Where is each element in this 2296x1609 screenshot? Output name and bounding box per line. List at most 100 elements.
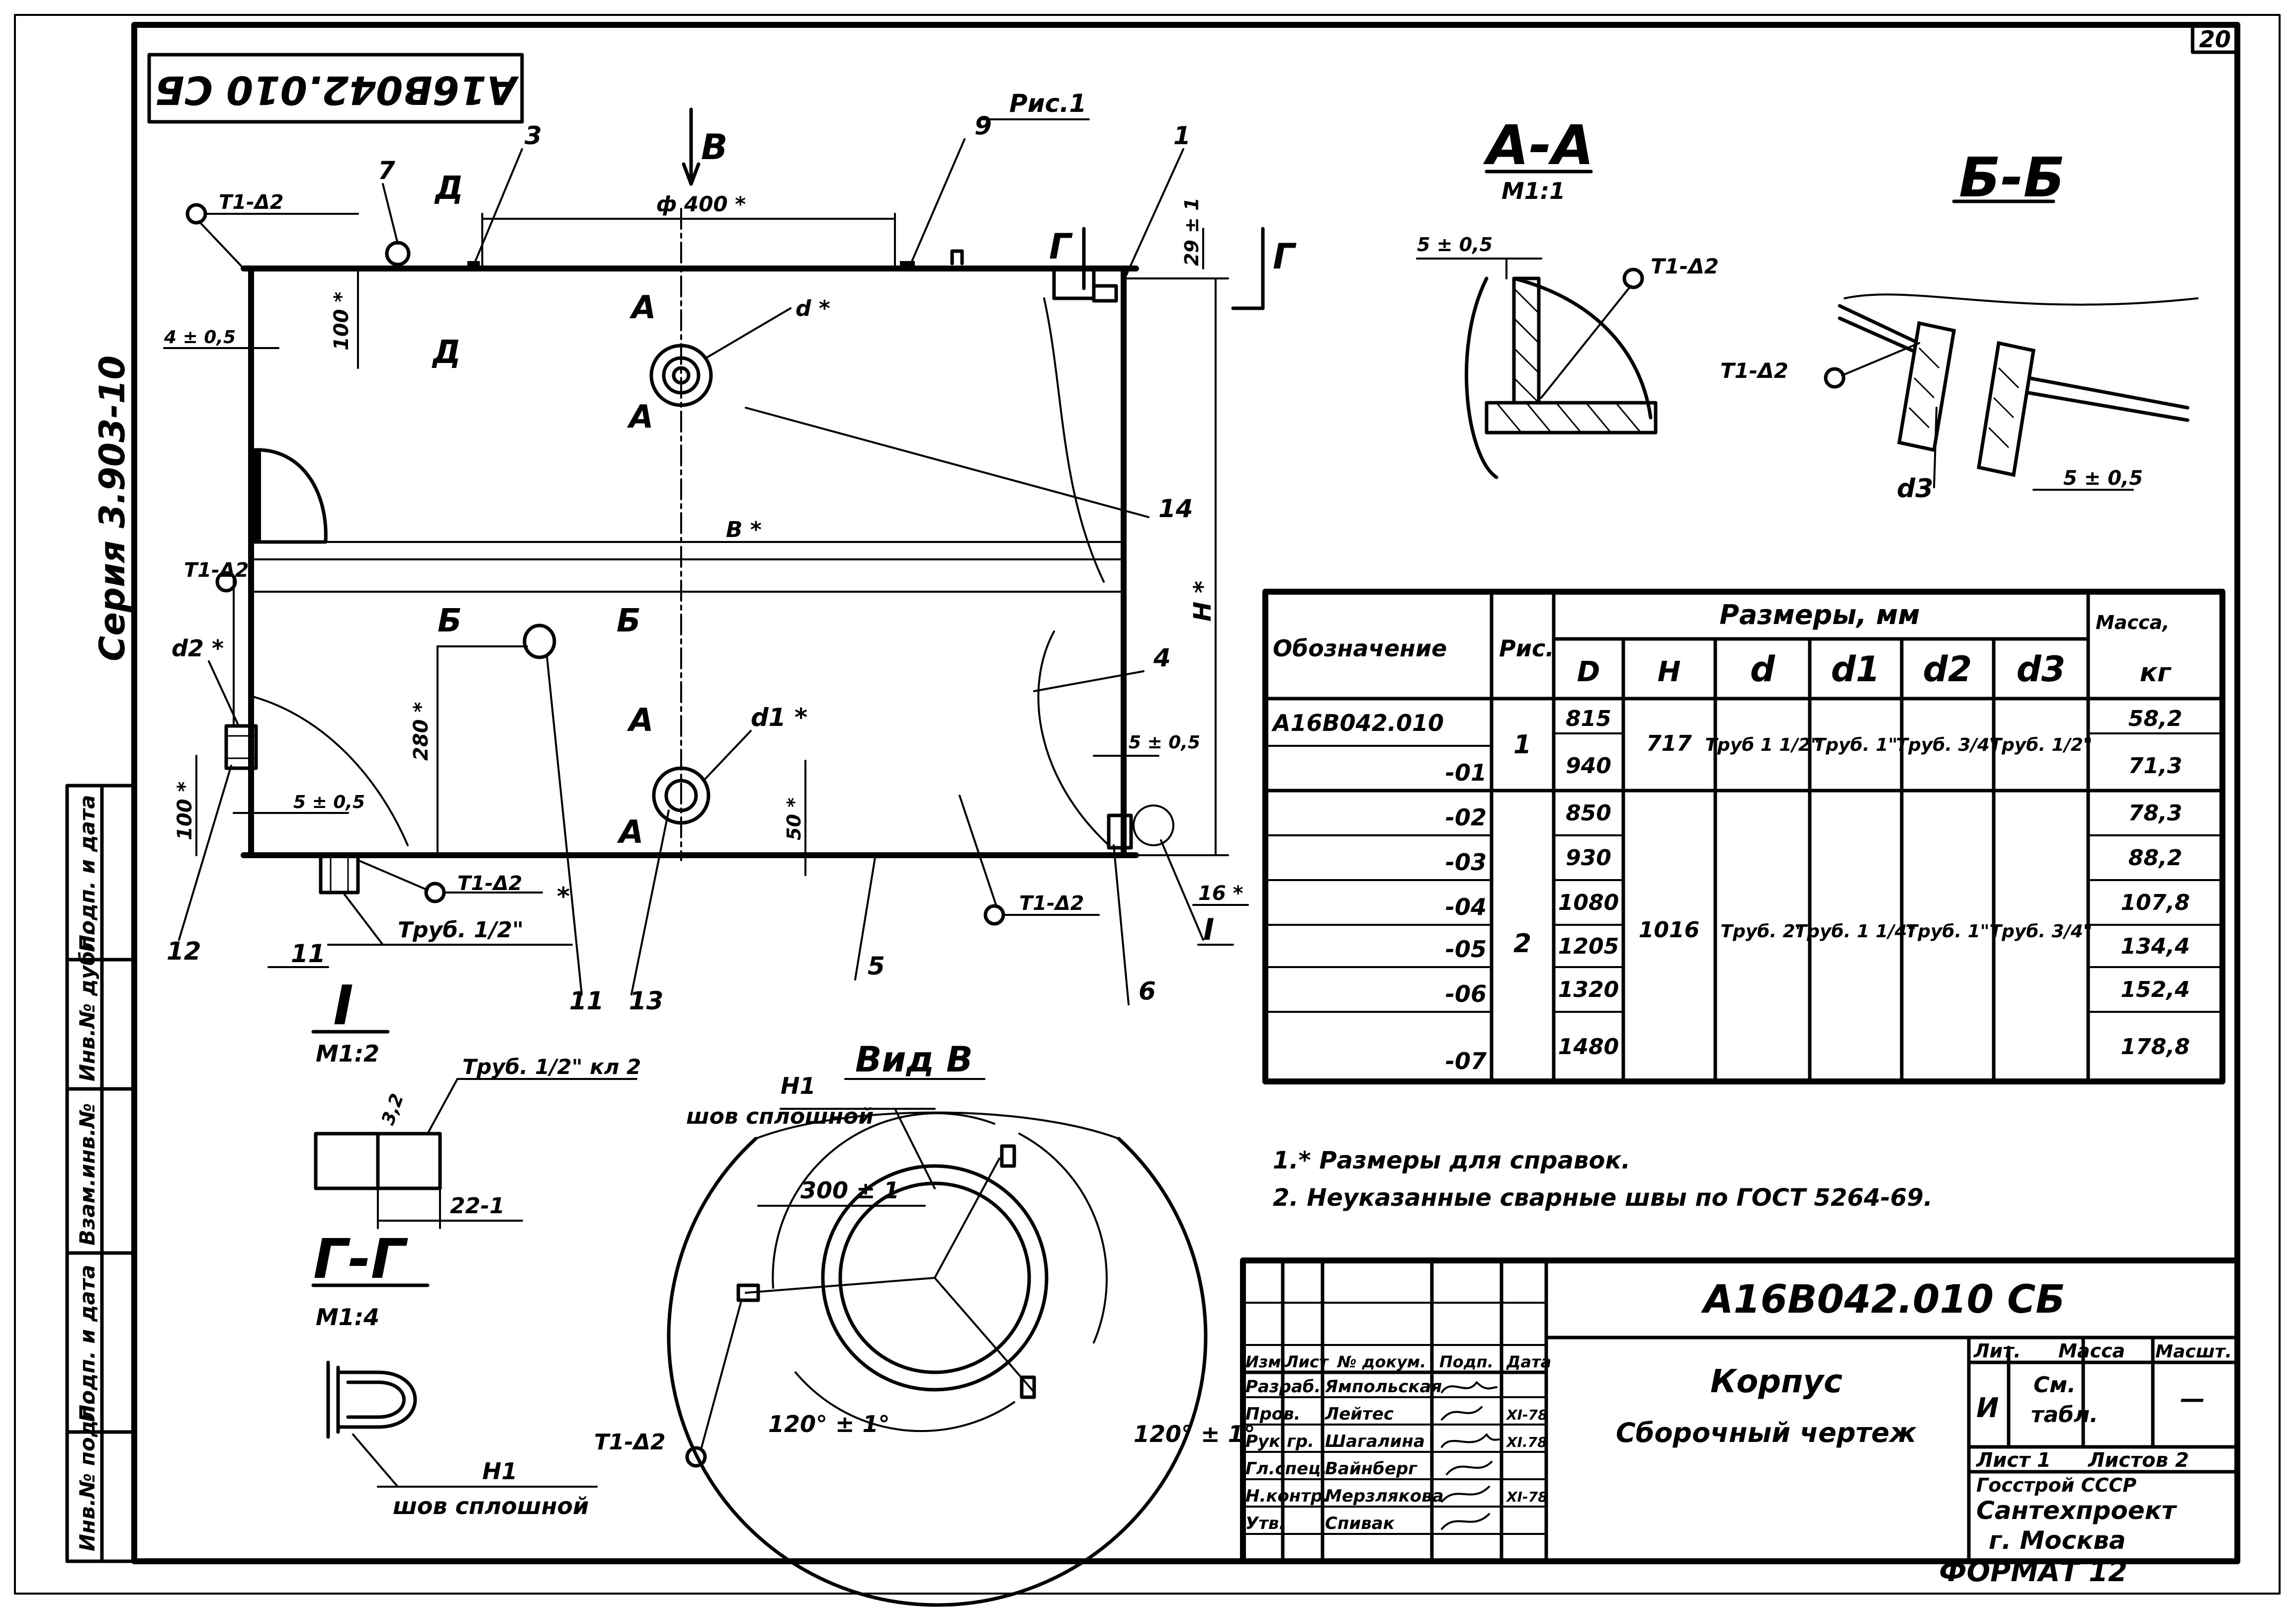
row-mass-2: 78,3 bbox=[2128, 801, 2183, 826]
row-D-5: 1205 bbox=[1558, 934, 1619, 959]
view-arrow-B: В bbox=[701, 127, 727, 168]
weld-ref-3: Т1-Δ2 bbox=[457, 872, 523, 895]
pos-11b: 11 bbox=[569, 986, 604, 1015]
th-mass: Масса, bbox=[2096, 612, 2170, 633]
view-B-dim-300: 300 ± 1 bbox=[800, 1177, 899, 1204]
notes: 1.* Размеры для справок. 2. Неуказанные … bbox=[1273, 1147, 1933, 1212]
section-BB-weld: Т1-Δ2 bbox=[1720, 358, 1788, 383]
row-D-1: 940 bbox=[1566, 753, 1611, 779]
pos-11a: 11 bbox=[291, 939, 326, 968]
signature bbox=[1441, 1406, 1483, 1421]
tb-mass-value-2: табл. bbox=[2031, 1402, 2098, 1428]
view-B-angle-1: 120° ± 1° bbox=[768, 1411, 890, 1437]
dim-H: H * bbox=[1189, 581, 1217, 622]
tb-lit-label: Лит. bbox=[1973, 1340, 2021, 1362]
view-B: Вид В 300 ± 1 Н1 шов сплошной 120° ± 1° … bbox=[594, 1039, 1255, 1607]
tb-name-1: Лейтес bbox=[1325, 1404, 1394, 1424]
fig-caption: Рис.1 bbox=[1009, 89, 1086, 118]
pos-4: 4 bbox=[1153, 643, 1171, 672]
stamp-cell-4: Инв.№ дубл. bbox=[75, 928, 99, 1081]
pos-9: 9 bbox=[974, 111, 992, 140]
group1-d3: Труб. 1/2" bbox=[1989, 735, 2092, 755]
pos-12: 12 bbox=[167, 937, 201, 966]
dim-h50: 50 * bbox=[783, 798, 805, 840]
tb-doc-code: А16В042.010 СБ bbox=[1700, 1277, 2065, 1322]
signature bbox=[1441, 1433, 1500, 1448]
pos-13: 13 bbox=[629, 986, 664, 1015]
group2-d3: Труб. 3/4" bbox=[1989, 921, 2092, 942]
note-2: 2. Неуказанные сварные швы по ГОСТ 5264-… bbox=[1273, 1184, 1933, 1212]
tb-scale-value: — bbox=[2180, 1384, 2205, 1413]
page-number: 20 bbox=[2199, 26, 2231, 53]
tb-head-list: Лист bbox=[1285, 1352, 1329, 1371]
tb-mass-value-1: См. bbox=[2033, 1372, 2076, 1398]
section-BB-dim: 5 ± 0,5 bbox=[2063, 467, 2143, 490]
series-label: Серия 3.903-10 bbox=[92, 356, 133, 661]
pos-3: 3 bbox=[525, 121, 542, 150]
tb-scale-label: Масшт. bbox=[2155, 1341, 2232, 1362]
stamp-cell-5: Подп. и дата bbox=[75, 795, 99, 952]
group1-d: Труб 1 1/2" bbox=[1705, 735, 1820, 755]
dim-h280: 280 * bbox=[410, 702, 433, 761]
view-B-weld-name: шов сплошной bbox=[686, 1104, 874, 1129]
label-d2: d2 * bbox=[172, 635, 224, 662]
dim-wall-right: 5 ± 0,5 bbox=[1129, 732, 1200, 753]
th-sizes: Размеры, мм bbox=[1719, 599, 1920, 630]
row-D-2: 850 bbox=[1566, 801, 1611, 826]
th-H: H bbox=[1658, 656, 1681, 688]
tb-sheets: Листов 2 bbox=[2088, 1449, 2189, 1472]
tb-date-1: XI-78 bbox=[1505, 1407, 1548, 1423]
row-code-1: -01 bbox=[1445, 759, 1487, 786]
pos-1: 1 bbox=[1173, 121, 1191, 150]
parameter-table: Обозначение Рис. Размеры, мм Масса, D H … bbox=[1262, 589, 2225, 1084]
cut-D-top: Д bbox=[434, 170, 463, 207]
pos-14: 14 bbox=[1158, 494, 1193, 523]
tb-head-doc: № докум. bbox=[1336, 1352, 1426, 1371]
section-AA-scale: М1:1 bbox=[1501, 178, 1565, 204]
row-code-0: А16В042.010 bbox=[1271, 710, 1444, 736]
signature bbox=[1441, 1381, 1498, 1393]
row-code-5: -05 bbox=[1445, 936, 1487, 963]
main-view: ф 400 * 100 * 4 ± 0,5 29 ± 1 H * B * 280… bbox=[163, 89, 1297, 1015]
th-kg: кг bbox=[2140, 658, 2172, 688]
row-mass-3: 88,2 bbox=[2128, 845, 2183, 871]
group2-d2: Труб. 1" bbox=[1906, 921, 1990, 942]
tb-role-5: Утв. bbox=[1245, 1514, 1285, 1533]
th-d2: d2 bbox=[1923, 649, 1972, 690]
section-GG: Г-Г М1:4 Н1 шов сплошной bbox=[311, 1227, 598, 1520]
signature bbox=[1446, 1461, 1493, 1475]
tb-role-0: Разраб. bbox=[1245, 1377, 1321, 1397]
label-d1: d1 * bbox=[751, 703, 807, 732]
row-code-2: -02 bbox=[1445, 804, 1487, 831]
tb-role-3: Гл.спец. bbox=[1245, 1459, 1327, 1479]
weld-ref-1: Т1-Δ2 bbox=[219, 191, 284, 214]
row-D-0: 815 bbox=[1566, 706, 1611, 731]
view-B-weld: Т1-Δ2 bbox=[594, 1430, 666, 1455]
th-fig: Рис. bbox=[1499, 635, 1554, 662]
group1-d1: Труб. 1" bbox=[1814, 735, 1898, 755]
weld-ref-2: Т1-Δ2 bbox=[184, 559, 249, 582]
stamp-cell-3: Взам.инв.№ bbox=[75, 1103, 99, 1246]
th-d3: d3 bbox=[2017, 649, 2066, 690]
tb-name-5: Спивак bbox=[1325, 1514, 1395, 1533]
note-1: 1.* Размеры для справок. bbox=[1273, 1147, 1630, 1174]
section-AA-weld: Т1-Δ2 bbox=[1651, 254, 1719, 278]
label-pipe: Труб. 1/2" bbox=[398, 917, 524, 943]
row-D-3: 930 bbox=[1566, 845, 1611, 871]
row-D-4: 1080 bbox=[1558, 890, 1619, 915]
group2-d1: Труб. 1 1/4" bbox=[1795, 921, 1917, 942]
row-D-6: 1320 bbox=[1558, 977, 1619, 1002]
tb-name-1: Корпус bbox=[1710, 1363, 1843, 1400]
view-B-title: Вид В bbox=[855, 1039, 973, 1080]
signature bbox=[1441, 1513, 1490, 1530]
cut-G-left: Г bbox=[1049, 226, 1073, 267]
section-GG-title: Г-Г bbox=[313, 1227, 408, 1291]
tb-name-0: Ямпольская bbox=[1325, 1377, 1442, 1397]
pos-5: 5 bbox=[868, 952, 885, 981]
tb-org-2: Сантехпроект bbox=[1976, 1496, 2178, 1525]
tb-sheet: Лист 1 bbox=[1976, 1449, 2051, 1472]
view-B-angle-2: 120° ± 1° bbox=[1134, 1421, 1255, 1447]
tb-org-1: Госстрой СССР bbox=[1976, 1474, 2136, 1496]
section-GG-scale: М1:4 bbox=[316, 1304, 379, 1331]
section-GG-weld-code: Н1 bbox=[482, 1458, 518, 1485]
